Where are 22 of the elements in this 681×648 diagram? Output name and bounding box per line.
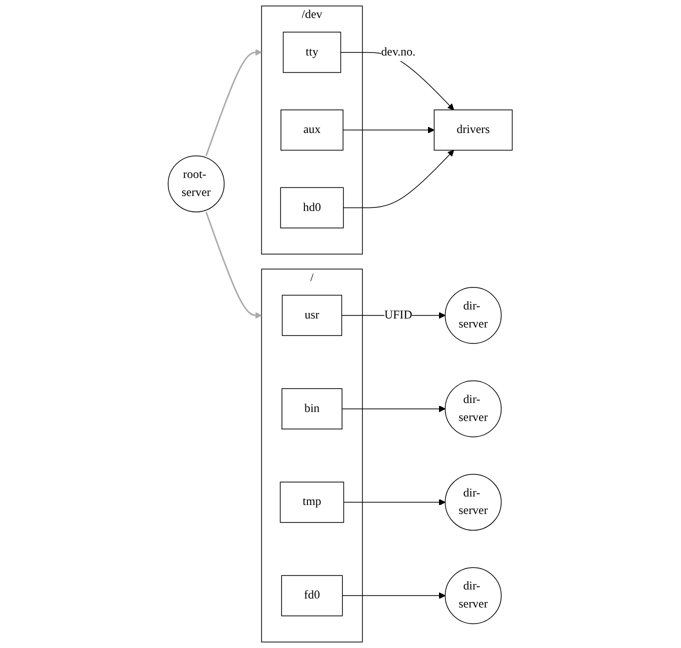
node-box: drivers <box>434 110 513 151</box>
node-box: fd0 <box>282 575 344 616</box>
node-circle: dir- server <box>445 287 502 344</box>
node-circle: dir- server <box>445 380 502 438</box>
node-box: usr <box>282 294 342 336</box>
arrow <box>342 592 446 599</box>
node-box: tmp <box>280 482 344 523</box>
node-box: hd0 <box>280 187 344 228</box>
arrow <box>342 406 446 412</box>
node-circle: dir- server <box>445 474 502 531</box>
arrow <box>343 150 454 208</box>
arrow <box>344 498 446 506</box>
edge-label: dev.no. <box>381 46 416 58</box>
node-box: aux <box>280 110 344 151</box>
node-box: bin <box>282 388 343 430</box>
node-circle: dir- server <box>445 567 502 624</box>
arrow <box>206 49 262 156</box>
arrow <box>206 212 262 319</box>
edge-label: UFID <box>384 308 413 322</box>
node-box: tty <box>283 32 342 73</box>
arrow <box>342 126 435 134</box>
node-circle: root- server <box>168 155 225 212</box>
